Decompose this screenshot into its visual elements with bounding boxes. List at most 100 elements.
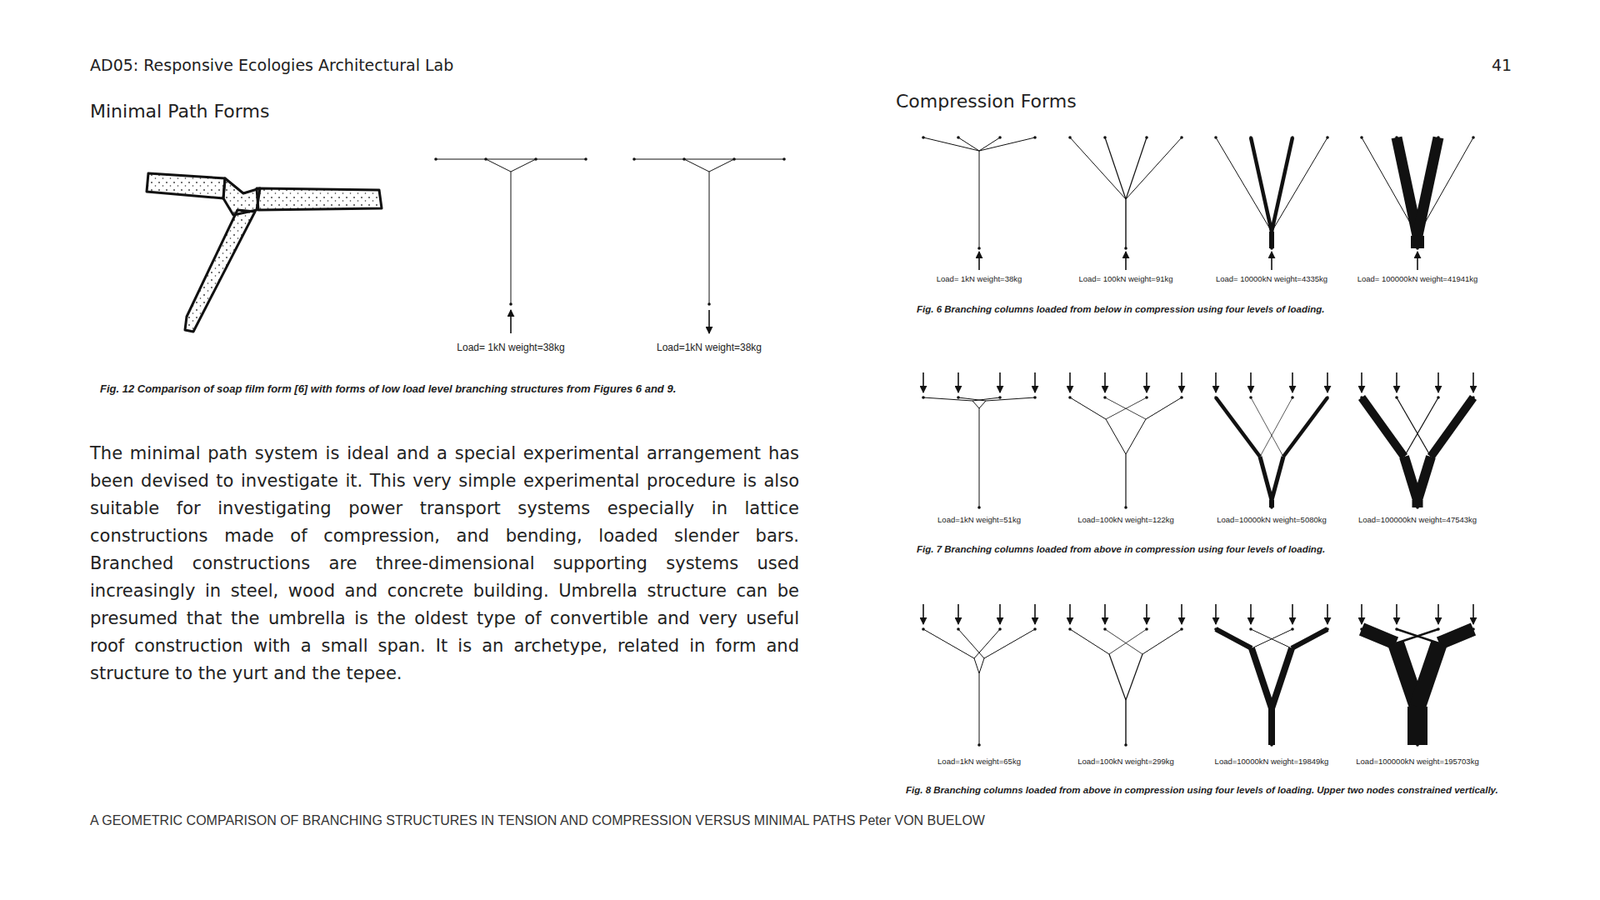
member-line [1070, 137, 1126, 200]
member-line [1417, 643, 1440, 707]
member-line [974, 658, 980, 674]
load-arrow [1145, 372, 1148, 393]
node-dot [1214, 135, 1218, 140]
node-dot [584, 157, 588, 161]
member-line [709, 171, 710, 305]
node-dot [1033, 627, 1037, 631]
member-line [485, 159, 511, 172]
section-heading: Compression Forms [895, 90, 1077, 114]
node-dot [1249, 395, 1253, 400]
member-line [972, 397, 1000, 401]
load-arrow [1472, 604, 1475, 625]
node-dot [1290, 627, 1295, 631]
load-arrow [1416, 251, 1419, 270]
member-line [1430, 397, 1474, 457]
member-line [1250, 137, 1272, 232]
node-dot [707, 302, 711, 306]
load-arrow [1395, 372, 1398, 393]
member-line [634, 159, 785, 160]
load-arrow [1125, 251, 1127, 270]
load-arrow [1069, 604, 1071, 625]
node-dot [956, 627, 960, 631]
load-arrow [922, 372, 925, 393]
node-dot [1290, 135, 1295, 140]
node-dot [1249, 135, 1253, 140]
soap-film-sketch [146, 173, 382, 332]
member-line [958, 397, 986, 401]
load-label: Load=1kN weight=38kg [656, 341, 762, 355]
node-dot [1436, 395, 1440, 400]
load-label: Load=100000kN weight=47543kg [1358, 515, 1477, 525]
member-line [923, 629, 975, 659]
member-line [1283, 397, 1328, 457]
node-dot [1325, 395, 1330, 400]
member-line [1070, 629, 1110, 655]
member-line [1109, 629, 1147, 655]
member-line [1260, 456, 1272, 500]
member-line [1105, 419, 1126, 455]
node-dot [682, 157, 686, 161]
node-dot [1180, 395, 1184, 400]
figure-caption: Fig. 7 Branching columns loaded from abo… [916, 543, 1325, 555]
node-dot [921, 627, 925, 631]
node-dot [1124, 743, 1128, 747]
load-label: Load=1kN weight=65kg [937, 756, 1021, 767]
node-dot [1033, 395, 1037, 400]
node-dot [434, 157, 438, 161]
page-number: 41 [1491, 55, 1512, 75]
figure-caption: Fig. 6 Branching columns loaded from bel… [916, 303, 1325, 315]
node-dot [1124, 505, 1128, 510]
load-arrow [1437, 372, 1440, 393]
member-line [1105, 397, 1147, 420]
member-line [1250, 397, 1284, 457]
member-line [1396, 397, 1431, 457]
node-dot [1325, 135, 1330, 140]
node-dot [1436, 135, 1440, 140]
figure-caption: Fig. 12 Comparison of soap film form [6]… [100, 382, 676, 396]
member-line [1410, 235, 1425, 249]
node-dot [1471, 395, 1475, 400]
load-arrow [1250, 604, 1252, 625]
node-dot [1068, 395, 1072, 400]
member-line [1271, 456, 1284, 500]
member-line [1439, 629, 1474, 644]
node-dot [782, 157, 786, 161]
node-dot [977, 743, 981, 747]
member-line [1105, 397, 1146, 420]
node-dot [998, 135, 1002, 140]
member-line [979, 408, 980, 508]
member-line [1260, 397, 1293, 457]
source-caption: A GEOMETRIC COMPARISON OF BRANCHING STRU… [90, 812, 985, 830]
load-arrow [1069, 372, 1071, 393]
load-arrow [1326, 604, 1329, 625]
node-dot [1180, 627, 1184, 631]
load-label: Load=100kN weight=122kg [1077, 515, 1175, 525]
load-arrow [922, 604, 925, 625]
member-line [1251, 629, 1293, 649]
node-dot [1395, 135, 1399, 140]
node-dot [921, 395, 925, 400]
load-arrow [999, 372, 1001, 393]
node-dot [921, 135, 925, 140]
load-label: Load= 100000kN weight=41941kg [1357, 274, 1479, 285]
member-line [958, 629, 985, 659]
load-arrow [1395, 604, 1398, 625]
node-dot [1214, 627, 1218, 631]
node-dot [1436, 627, 1440, 631]
load-arrow [978, 251, 980, 270]
node-dot [1270, 246, 1274, 250]
node-dot [1103, 135, 1107, 140]
node-dot [1471, 135, 1475, 140]
node-dot [1068, 135, 1072, 140]
node-dot [1249, 627, 1253, 631]
member-line [972, 400, 980, 409]
member-line [979, 400, 986, 409]
node-dot [732, 157, 736, 161]
load-arrow [1215, 372, 1217, 393]
node-dot [1415, 505, 1420, 510]
member-line [1271, 648, 1292, 709]
member-line [510, 171, 512, 305]
member-line [984, 629, 1035, 659]
member-line [1105, 137, 1126, 200]
load-arrow [1180, 604, 1183, 625]
